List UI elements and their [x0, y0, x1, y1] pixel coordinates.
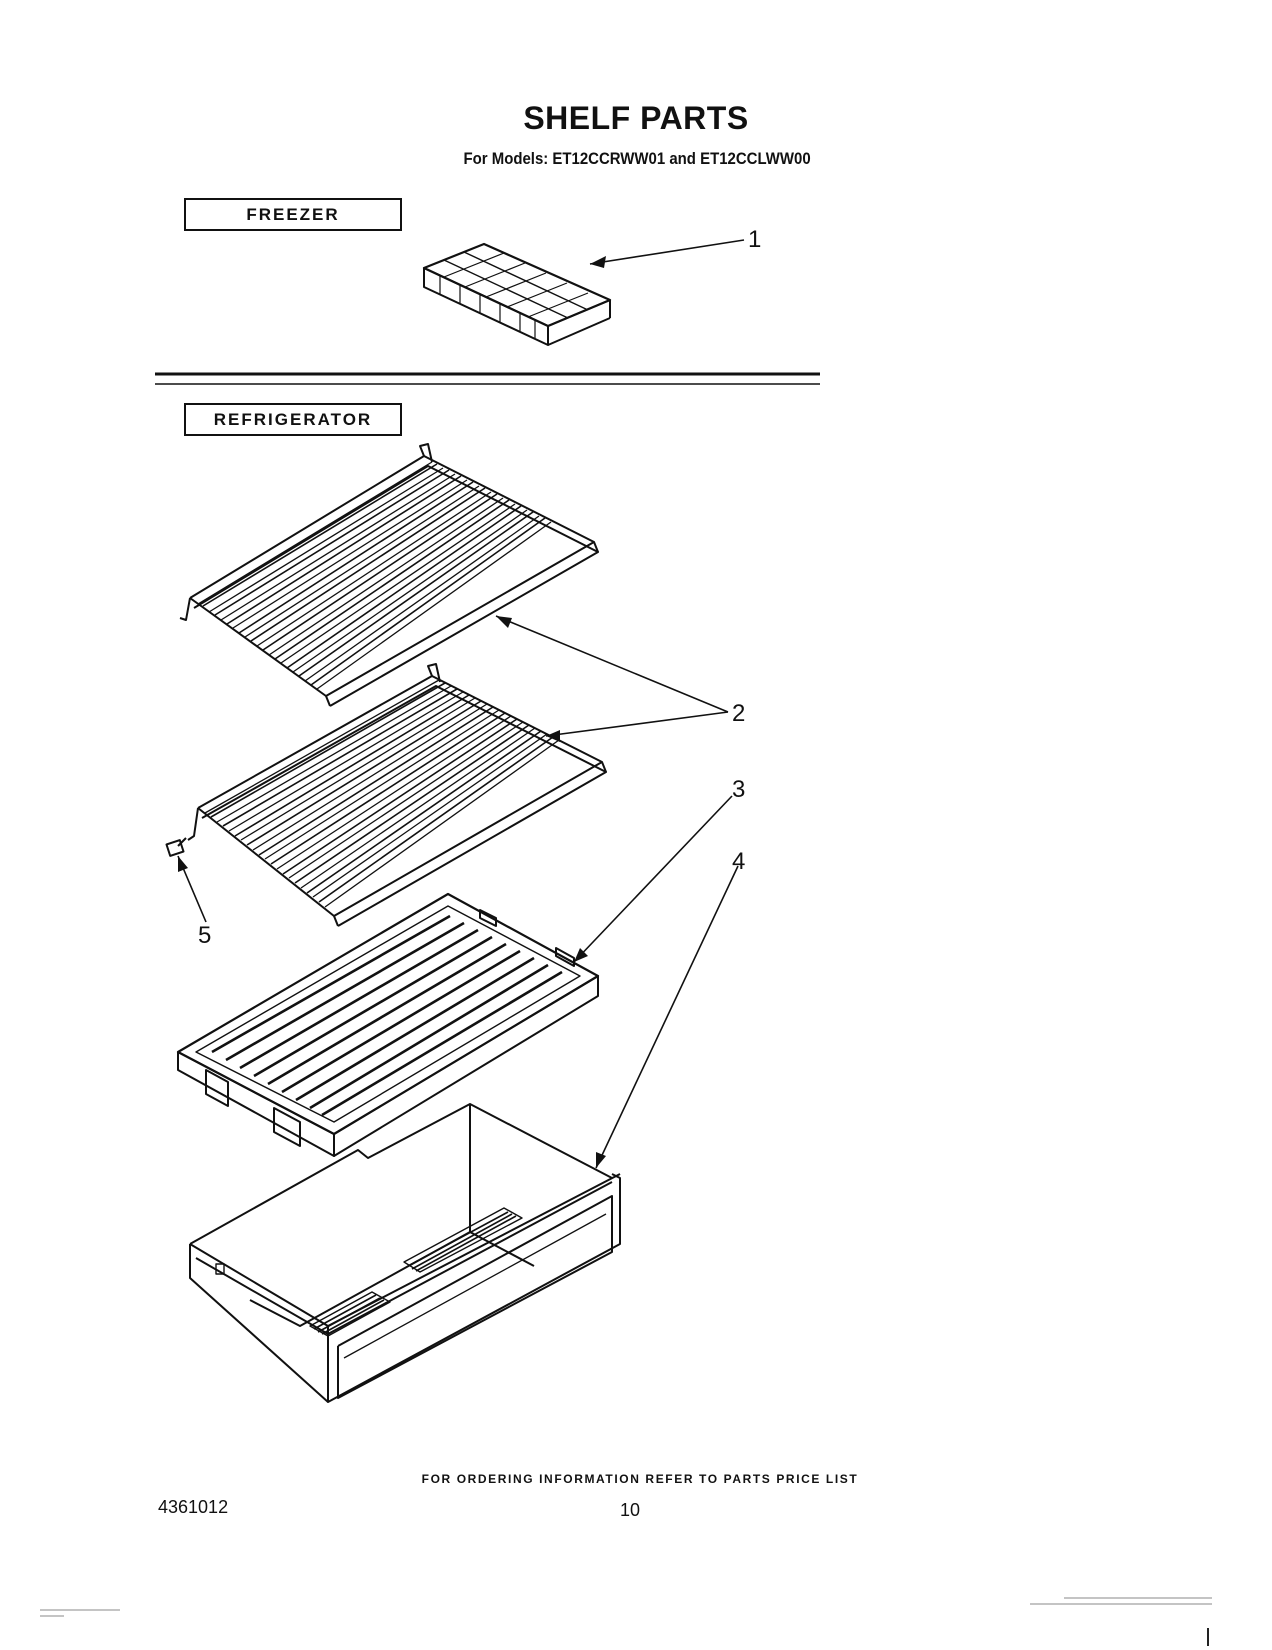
- callout-4: 4: [732, 848, 746, 875]
- wire-shelf-lower-drawing: [187, 663, 607, 927]
- shelf-clip-drawing: [165, 837, 187, 857]
- ordering-information-note: FOR ORDERING INFORMATION REFER TO PARTS …: [421, 1472, 859, 1486]
- crisper-drawer-drawing: [189, 1103, 621, 1403]
- wire-shelf-upper-drawing: [179, 443, 599, 707]
- callout-2: 2: [732, 700, 746, 727]
- ice-cube-tray-drawing: [422, 242, 612, 346]
- crisper-cover-drawing: [176, 892, 600, 1157]
- refrigerator-section-label: REFRIGERATOR: [184, 403, 402, 436]
- callout-1: 1: [748, 226, 762, 253]
- page-title: SHELF PARTS: [523, 100, 749, 136]
- document-number: 4361012: [158, 1497, 229, 1517]
- page-number: 10: [619, 1500, 641, 1520]
- section-divider: [155, 372, 820, 385]
- leader-lines: [177, 239, 745, 1169]
- page-subtitle: For Models: ET12CCRWW01 and ET12CCLWW00: [463, 149, 811, 168]
- callout-3: 3: [732, 776, 746, 803]
- freezer-section-label: FREEZER: [184, 198, 402, 231]
- callout-5: 5: [198, 922, 212, 949]
- arrow-heads: [178, 256, 606, 1168]
